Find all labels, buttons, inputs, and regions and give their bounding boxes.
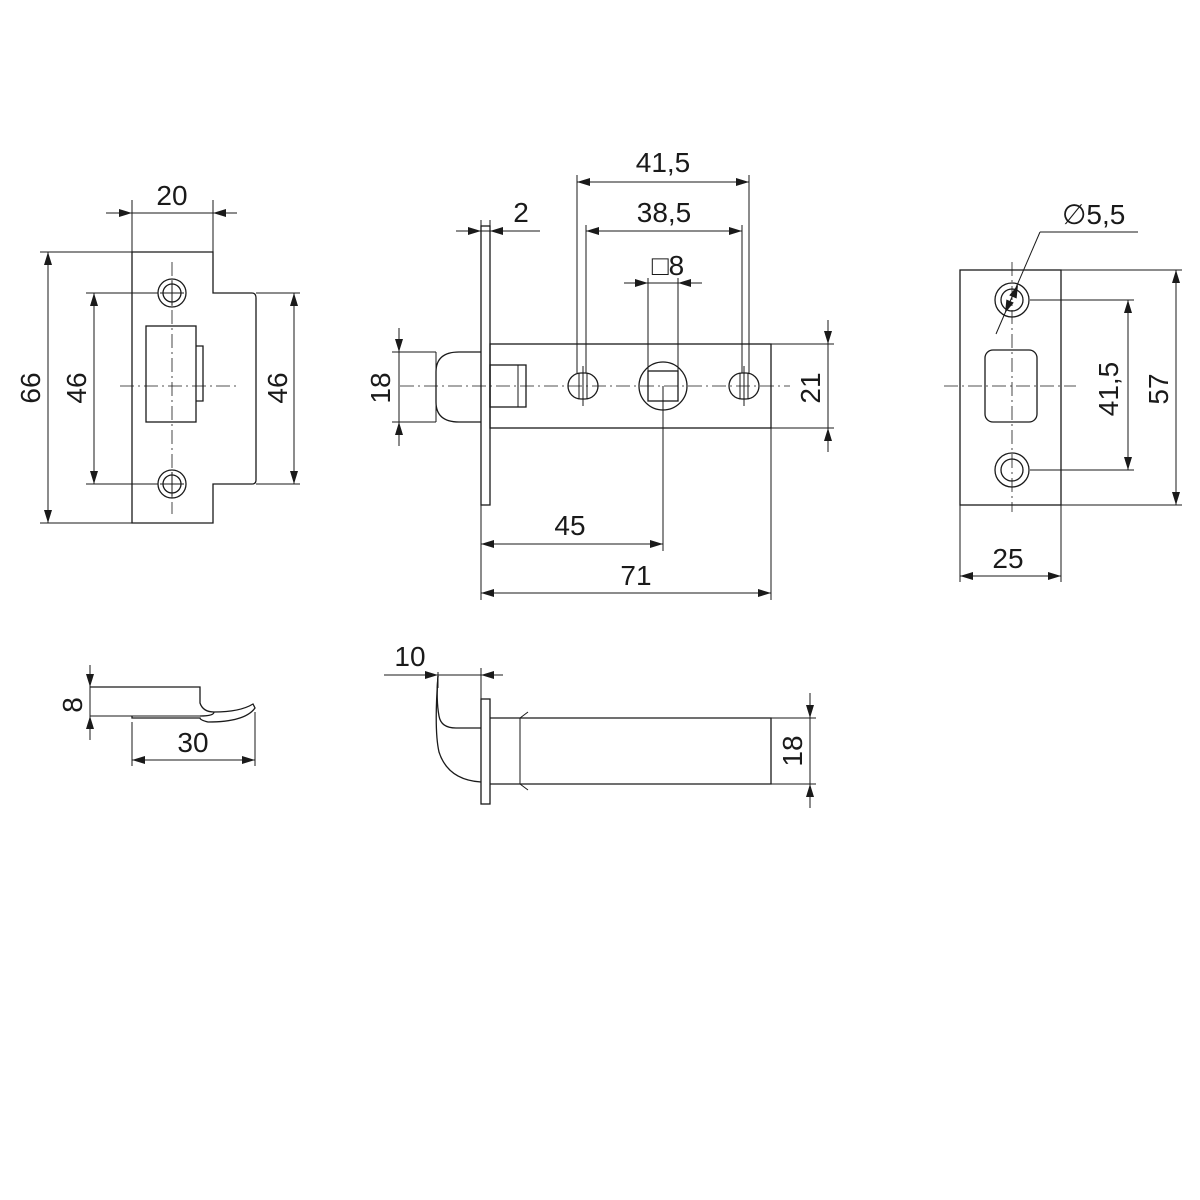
dim-body-length: 71 (620, 560, 651, 591)
strike-plate-front-view: 20 66 46 46 (15, 180, 300, 524)
latch-side-view: 2 41,5 38,5 □8 18 21 (365, 147, 834, 600)
screw-hole-icon (994, 282, 1030, 318)
dim-hole-spacing-right: 46 (262, 372, 293, 403)
screw-hole-icon (994, 452, 1030, 488)
dim-bolt-height: 18 (365, 372, 396, 403)
dim-backset: 45 (554, 510, 585, 541)
dim-faceplate-height: 57 (1143, 373, 1174, 404)
dim-faceplate-thickness: 2 (513, 197, 529, 228)
dim-latch-projection: 10 (394, 641, 425, 672)
latch-top-view: 10 18 (384, 641, 816, 808)
dim-latch-top-height: 18 (777, 735, 808, 766)
dim-screw-spacing-outer: 41,5 (636, 147, 691, 178)
screw-hole-icon (157, 278, 187, 308)
faceplate-front-view: ∅5,5 41,5 57 25 (944, 199, 1182, 582)
dim-strike-height: 66 (15, 372, 46, 403)
dim-strike-width: 20 (156, 180, 187, 211)
screw-hole-icon (157, 469, 187, 499)
dim-screw-spacing-inner: 38,5 (637, 197, 692, 228)
dim-square-spindle: □8 (652, 250, 684, 281)
screw-slot-icon (567, 366, 599, 406)
dim-faceplate-width: 25 (992, 543, 1023, 574)
dim-body-height: 21 (795, 372, 826, 403)
screw-slot-icon (728, 366, 760, 406)
dim-hole-spacing-left: 46 (61, 372, 92, 403)
dim-faceplate-hole-spacing: 41,5 (1093, 362, 1124, 417)
dim-hole-diameter: ∅5,5 (1062, 199, 1125, 230)
dim-strike-side-width: 30 (177, 727, 208, 758)
dim-strike-depth: 8 (57, 697, 88, 713)
strike-side-view: 8 30 (57, 665, 256, 766)
